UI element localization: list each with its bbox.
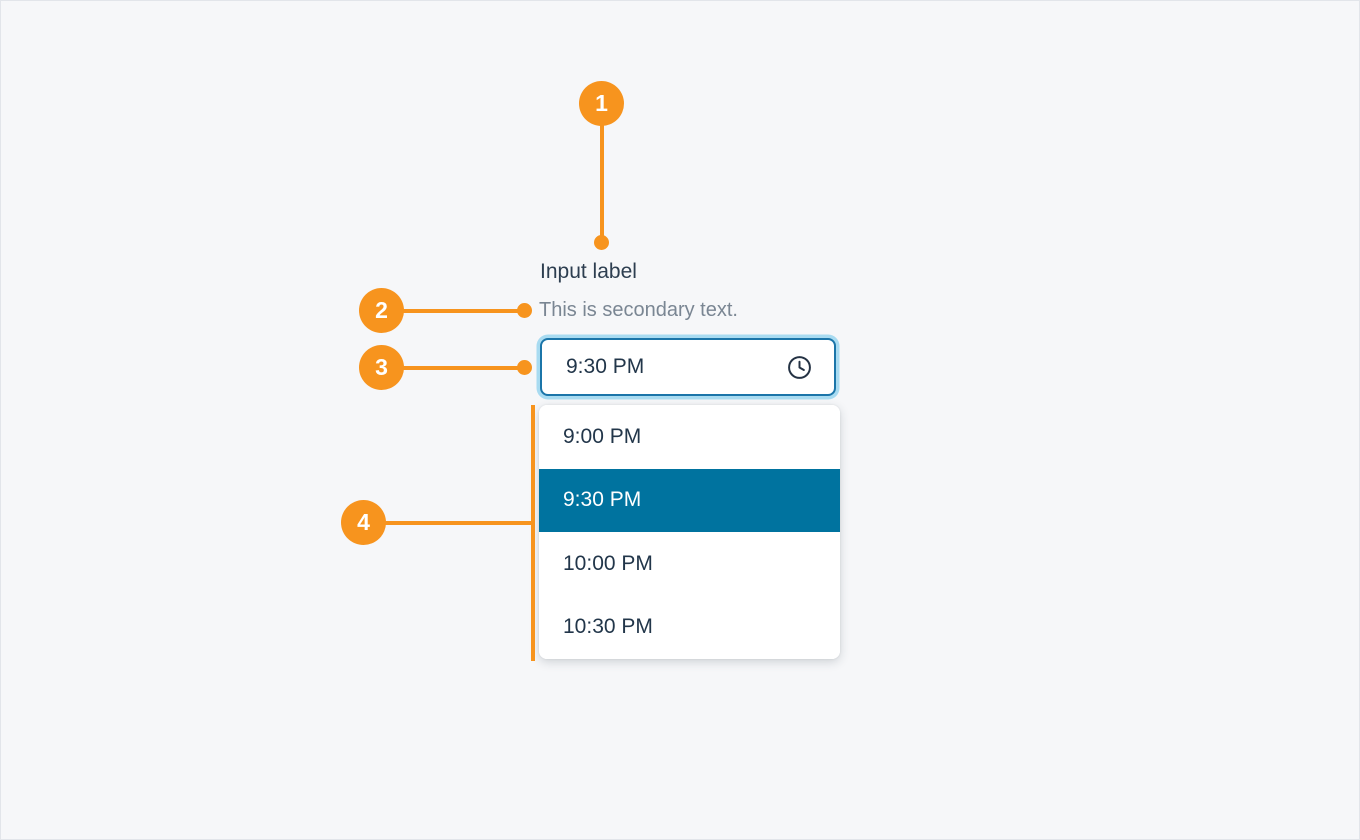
dropdown-option[interactable]: 10:30 PM (539, 595, 840, 659)
annotation-dot-2 (517, 303, 532, 318)
time-input-value: 9:30 PM (566, 355, 645, 378)
annotation-bracket-line-4 (531, 405, 535, 661)
annotation-number: 3 (375, 354, 388, 380)
clock-icon[interactable] (787, 355, 812, 380)
dropdown-option[interactable]: 10:00 PM (539, 532, 840, 596)
annotation-line-4 (384, 521, 531, 525)
time-dropdown-menu: 9:00 PM 9:30 PM 10:00 PM 10:30 PM (539, 405, 840, 659)
dropdown-option[interactable]: 9:00 PM (539, 405, 840, 469)
annotation-line-1 (600, 123, 604, 239)
dropdown-option-selected[interactable]: 9:30 PM (539, 468, 840, 532)
annotation-marker-1: 1 (579, 81, 624, 126)
annotation-number: 1 (595, 90, 608, 116)
annotation-marker-2: 2 (359, 288, 404, 333)
input-secondary-text: This is secondary text. (539, 299, 738, 321)
annotation-number: 2 (375, 297, 388, 323)
annotation-marker-3: 3 (359, 345, 404, 390)
input-label: Input label (540, 260, 637, 283)
annotation-line-2 (400, 309, 520, 313)
annotation-marker-4: 4 (341, 500, 386, 545)
annotation-number: 4 (357, 509, 370, 535)
annotation-dot-3 (517, 360, 532, 375)
time-input[interactable]: 9:30 PM (540, 338, 836, 396)
annotation-dot-1 (594, 235, 609, 250)
annotation-line-3 (400, 366, 520, 370)
